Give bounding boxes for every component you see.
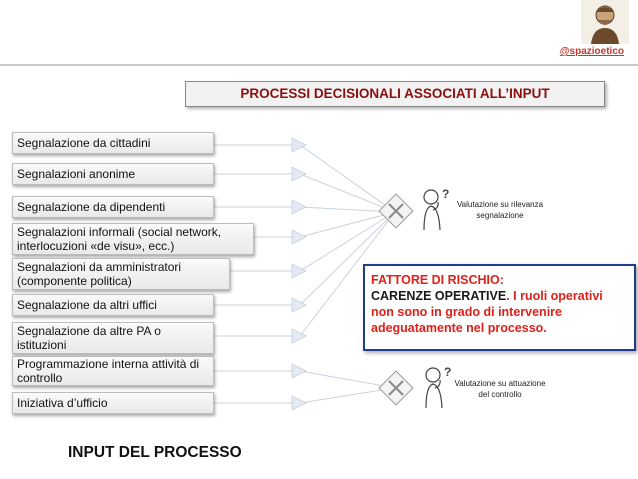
evaluation-label: Valutazione su attuazione del controllo (454, 379, 546, 399)
author-portrait-icon (581, 0, 629, 44)
evaluation-label: Valutazione su rilevanza segnalazione (456, 200, 544, 220)
input-item: Segnalazione da dipendenti (12, 196, 214, 218)
input-item: Segnalazioni anonime (12, 163, 214, 185)
footer-label: INPUT DEL PROCESSO (68, 444, 242, 461)
input-item: Segnalazione da altre PA o istituzioni (12, 322, 214, 354)
svg-text:?: ? (444, 365, 451, 379)
risk-heading: FATTORE DI RISCHIO: (371, 273, 504, 287)
risk-lead: CARENZE OPERATIVE (371, 289, 507, 303)
risk-description: CARENZE OPERATIVE. I ruoli operativi non… (371, 288, 628, 336)
input-item: Iniziativa d’ufficio (12, 392, 214, 414)
risk-factor-box: FATTORE DI RISCHIO: CARENZE OPERATIVE. I… (363, 264, 636, 351)
header-bar (0, 0, 638, 66)
diagram-title: PROCESSI DECISIONALI ASSOCIATI ALL’INPUT (185, 81, 605, 107)
risk-lead-punct: . (506, 289, 510, 303)
thinker-icon: ? (425, 365, 451, 408)
input-item: Segnalazioni da amministratori (componen… (12, 258, 230, 290)
author-handle[interactable]: @spazioetico (559, 46, 624, 57)
svg-text:?: ? (442, 187, 449, 201)
decision-diamond-2 (378, 370, 414, 406)
risk-body: I ruoli operativi non sono in grado di i… (371, 289, 603, 335)
header-divider (0, 64, 638, 66)
input-item: Segnalazione da cittadini (12, 132, 214, 154)
thinker-icon: ? (423, 187, 449, 230)
input-item: Segnalazioni informali (social network, … (12, 223, 254, 255)
input-item: Segnalazione da altri uffici (12, 294, 214, 316)
input-item: Programmazione interna attività di contr… (12, 356, 214, 386)
decision-diamond-1 (378, 193, 414, 229)
